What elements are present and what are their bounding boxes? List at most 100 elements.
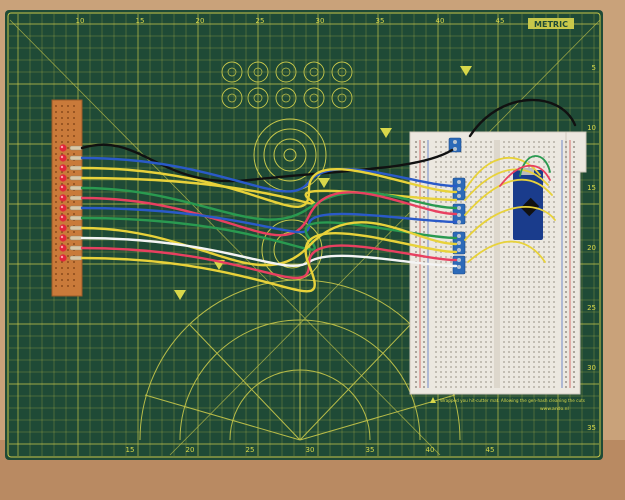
breadboard-hole [548,311,550,313]
led-highlight [60,175,64,179]
breadboard-hole [470,211,472,213]
breadboard-hole [490,331,492,333]
breadboard-hole [518,316,520,318]
breadboard-hole [528,301,530,303]
breadboard-hole [523,251,525,253]
breadboard-hole [490,206,492,208]
breadboard-jumper [499,164,551,187]
breadboard-hole [445,226,447,228]
breadboard-hole [565,266,567,268]
breadboard-hole [435,216,437,218]
breadboard-hole [460,276,462,278]
breadboard-hole [460,296,462,298]
breadboard-hole [445,286,447,288]
breadboard-hole [485,306,487,308]
breadboard-hole [573,281,575,283]
breadboard-hole [528,151,530,153]
breadboard-hole [460,156,462,158]
breadboard-hole [480,311,482,313]
breadboard-hole [533,371,535,373]
breadboard-hole [528,166,530,168]
breadboard-hole [565,341,567,343]
breadboard-hole [508,376,510,378]
breadboard-hole [480,281,482,283]
breadboard-hole [553,316,555,318]
breadboard-hole [480,296,482,298]
breadboard-hole [445,346,447,348]
breadboard-hole [548,296,550,298]
breadboard-hole [553,196,555,198]
breadboard-hole [565,211,567,213]
led-highlight [60,235,64,239]
breadboard-hole [548,246,550,248]
breadboard-hole [435,261,437,263]
breadboard-hole [518,156,520,158]
breadboard-hole [470,356,472,358]
breadboard-hole [513,311,515,313]
breadboard-hole [490,281,492,283]
perfboard-hole [67,147,69,149]
breadboard-hole [518,356,520,358]
breadboard-hole [548,256,550,258]
breadboard-hole [508,206,510,208]
breadboard-hole [548,376,550,378]
breadboard-hole [440,176,442,178]
breadboard-hole [490,146,492,148]
breadboard-hole [465,296,467,298]
resistor [69,215,83,221]
breadboard-hole [423,156,425,158]
breadboard-hole [475,176,477,178]
breadboard-hole [523,361,525,363]
breadboard-hole [475,276,477,278]
led-highlight [60,145,64,149]
breadboard-hole [543,381,545,383]
breadboard-hole [573,196,575,198]
breadboard-hole [548,211,550,213]
breadboard-hole [490,376,492,378]
breadboard-hole [445,246,447,248]
breadboard-hole [475,246,477,248]
ruler-number: 30 [306,446,315,454]
breadboard-hole [455,341,457,343]
breadboard-hole [490,311,492,313]
led [59,144,67,152]
breadboard-hole [518,276,520,278]
breadboard-hole [543,311,545,313]
breadboard-hole [523,331,525,333]
ruler-number: 25 [256,17,265,25]
breadboard-hole [503,341,505,343]
breadboard-hole [450,326,452,328]
breadboard-hole [415,301,417,303]
breadboard-hole [538,356,540,358]
ruler-number: 45 [486,446,495,454]
breadboard-hole [455,331,457,333]
breadboard-hole [440,181,442,183]
breadboard-hole [450,341,452,343]
perfboard-hole [55,189,57,191]
breadboard-hole [460,291,462,293]
breadboard-hole [415,266,417,268]
breadboard-hole [450,286,452,288]
breadboard-hole [543,371,545,373]
breadboard-hole [513,341,515,343]
breadboard-hole [445,381,447,383]
breadboard-hole [440,196,442,198]
breadboard-hole [523,151,525,153]
breadboard-hole [548,361,550,363]
breadboard-hole [503,161,505,163]
breadboard-hole [450,241,452,243]
perfboard-hole [55,273,57,275]
breadboard-hole [465,261,467,263]
breadboard-hole [460,321,462,323]
breadboard-hole [485,316,487,318]
breadboard-hole [485,281,487,283]
breadboard-hole [565,221,567,223]
breadboard-hole [485,241,487,243]
breadboard-hole [573,321,575,323]
perfboard-hole [67,213,69,215]
breadboard-hole [503,261,505,263]
breadboard-hole [415,296,417,298]
breadboard-hole [565,381,567,383]
breadboard-hole [573,386,575,388]
breadboard-hole [450,216,452,218]
